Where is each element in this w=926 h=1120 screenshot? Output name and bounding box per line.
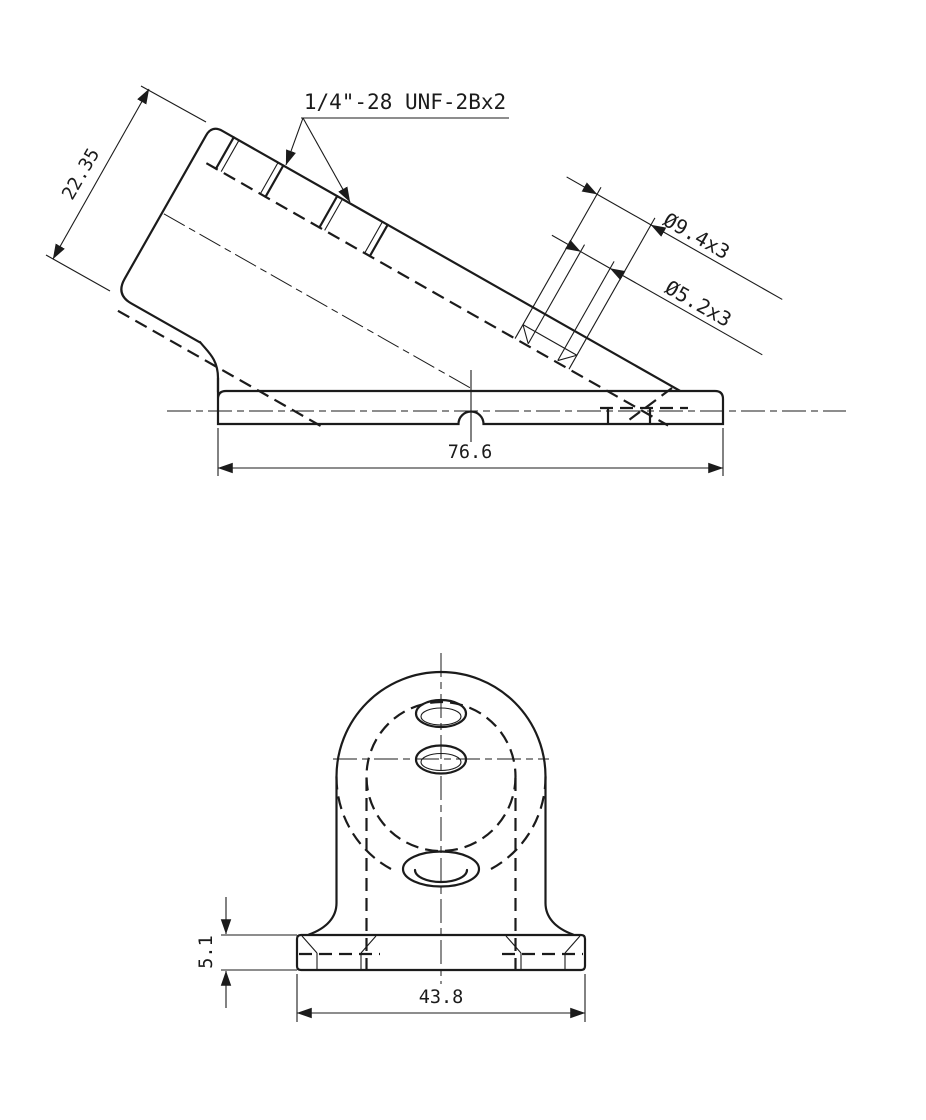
arm-hidden-lower-line: [117, 309, 322, 427]
threaded-hole-1: [214, 136, 285, 198]
arm-hidden-upper-line: [205, 162, 669, 427]
arm-width-dimension: 22.35: [45, 85, 207, 292]
front-view: 5.1 43.8: [196, 653, 587, 1022]
flange-countersink-left: [299, 935, 380, 969]
threaded-hole-ellipse-2: [414, 744, 468, 775]
thread-note-label: 1/4"-28 UNF-2Bx2: [304, 90, 506, 114]
threaded-hole-2: [318, 195, 389, 258]
flange-width-dimension: 43.8: [296, 974, 586, 1022]
arm-width-dim-label: 22.35: [58, 145, 104, 204]
base-length-dim-label: 76.6: [448, 442, 493, 463]
flange-width-dim-label: 43.8: [419, 987, 464, 1008]
through-hole-dimension: Ø5.2x3: [551, 234, 763, 356]
thread-leader-2: [302, 117, 351, 203]
counterbore-feature: [514, 187, 656, 370]
flange-countersink-right: [502, 935, 583, 969]
flange-outline: [295, 933, 587, 972]
base-length-dimension: 76.6: [217, 428, 724, 476]
counterbore-dimension: Ø9.4x3: [566, 176, 783, 300]
thread-note: 1/4"-28 UNF-2Bx2: [285, 90, 509, 203]
arm-outline: [120, 127, 681, 392]
side-view: Ø9.4x3 Ø5.2x3: [45, 85, 846, 476]
flange-height-dim-label: 5.1: [196, 935, 217, 968]
thread-leader-1: [285, 117, 304, 166]
base-plate-outline: [216, 376, 725, 426]
threaded-hole-ellipse-1: [414, 698, 468, 729]
flange-height-dimension: 5.1: [196, 897, 297, 1008]
counterbore-ellipse: [401, 850, 481, 888]
arm-axis-centerline: [163, 213, 473, 390]
